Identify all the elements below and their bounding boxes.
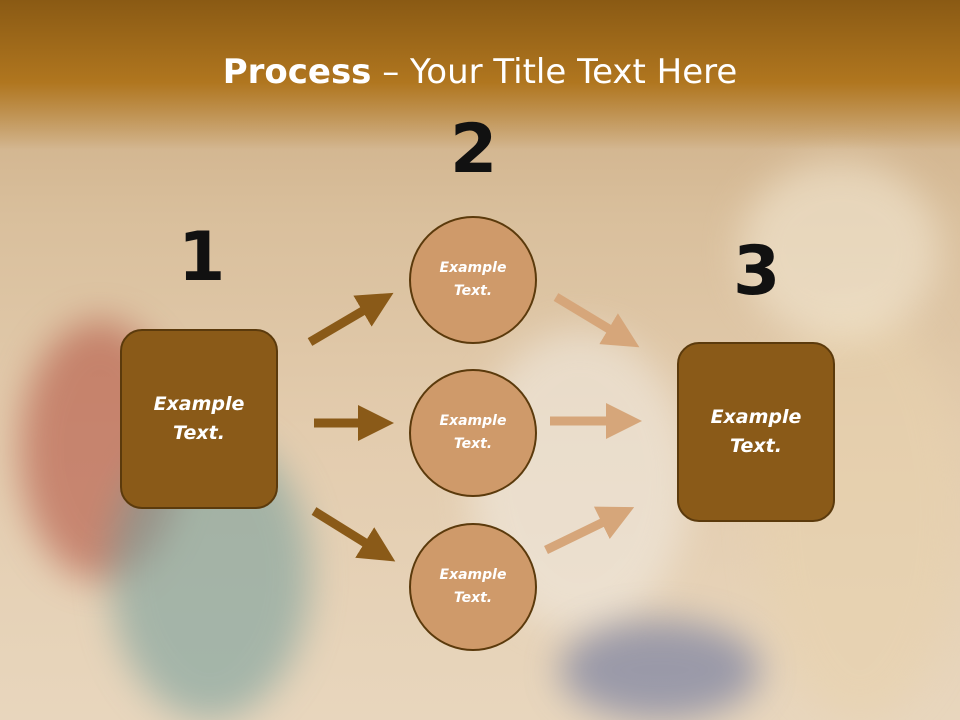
middle-process-circle: Example Text. bbox=[409, 369, 537, 497]
step-number-3: 3 bbox=[733, 232, 781, 311]
arrow-left-to-bottom bbox=[311, 507, 396, 562]
title-bar bbox=[0, 0, 960, 150]
left-box-text: Example Text. bbox=[153, 393, 245, 444]
title-rest: – Your Title Text Here bbox=[371, 52, 738, 92]
slide-title: Process – Your Title Text Here bbox=[0, 52, 960, 92]
arrow-top-to-right bbox=[553, 293, 640, 348]
title-bold: Process bbox=[222, 52, 372, 92]
arrow-bottom-to-right bbox=[544, 506, 635, 555]
bottom-process-circle: Example Text. bbox=[409, 523, 537, 651]
background-photo-shape bbox=[560, 620, 760, 720]
middle-circle-text: Example Text. bbox=[439, 413, 507, 452]
bottom-circle-text: Example Text. bbox=[439, 567, 507, 606]
arrow-left-to-top bbox=[307, 292, 394, 346]
right-box-text: Example Text. bbox=[710, 406, 802, 457]
right-process-box: Example Text. bbox=[677, 342, 835, 522]
top-process-circle: Example Text. bbox=[409, 216, 537, 344]
step-number-1: 1 bbox=[178, 218, 226, 297]
background-photo-shape bbox=[740, 160, 940, 340]
left-process-box: Example Text. bbox=[120, 329, 278, 509]
step-number-2: 2 bbox=[450, 110, 498, 189]
top-circle-text: Example Text. bbox=[439, 260, 507, 299]
